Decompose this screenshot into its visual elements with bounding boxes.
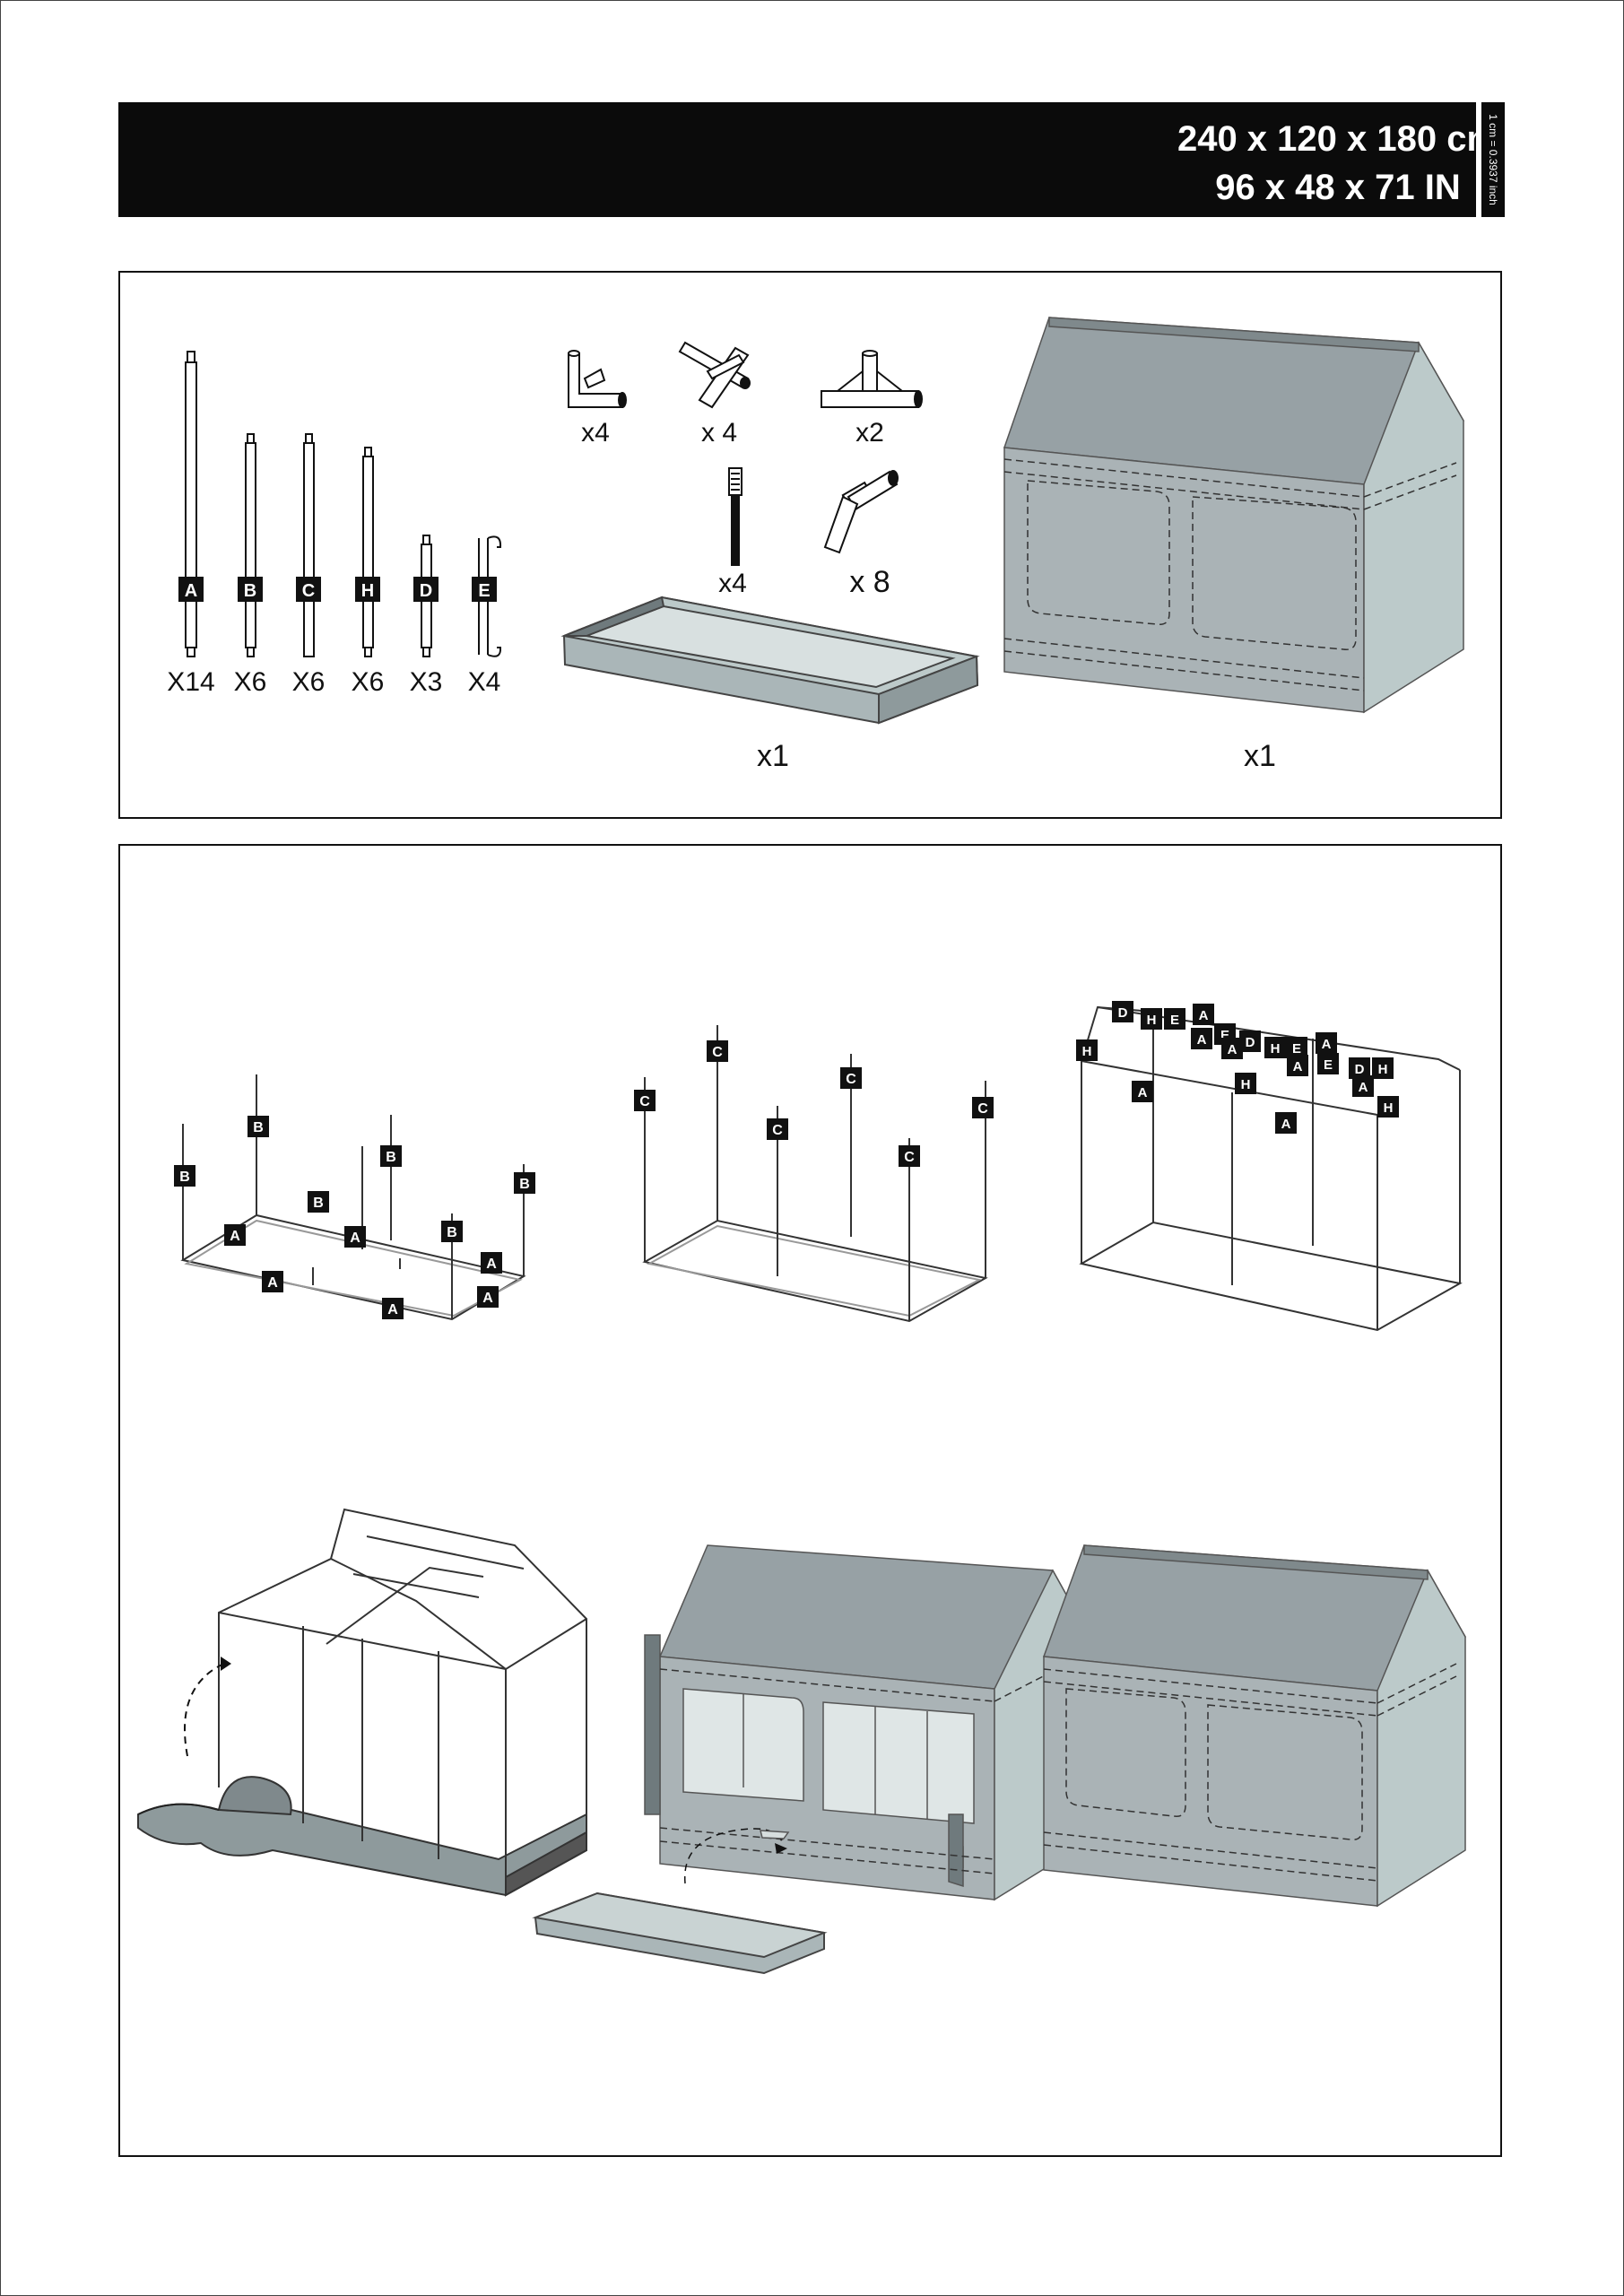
dimensions-header: 240 x 120 x 180 cm 96 x 48 x 71 IN — [118, 102, 1498, 217]
step-5-cover-install — [644, 1544, 1090, 1901]
step-4-floor-cover — [137, 1508, 587, 1897]
assembly-steps-panel: B B B B B B A A A A A A C C C — [118, 844, 1502, 2157]
svg-text:H: H — [1271, 1041, 1281, 1057]
svg-text:A: A — [1199, 1008, 1209, 1023]
pole-e-icon: E — [472, 535, 502, 657]
step-3-roof-frame: H D H E A A E A D H E A E A D H A H A A — [1076, 1001, 1463, 1332]
svg-text:H: H — [1082, 1044, 1092, 1059]
svg-text:C: C — [904, 1150, 915, 1165]
svg-text:A: A — [1281, 1117, 1291, 1132]
svg-text:E: E — [1324, 1057, 1333, 1073]
pole-b-icon: B — [238, 433, 263, 657]
svg-text:A: A — [1138, 1085, 1148, 1100]
drip-tray-icon — [560, 596, 980, 725]
svg-text:E: E — [1170, 1013, 1179, 1028]
svg-text:C: C — [639, 1094, 650, 1109]
pole-d-icon: D — [413, 535, 439, 657]
svg-text:H: H — [1147, 1013, 1157, 1028]
svg-text:H: H — [1241, 1077, 1251, 1092]
svg-text:A: A — [387, 1302, 398, 1318]
pole-c-letter: C — [302, 581, 315, 601]
step-4-tray — [532, 1892, 828, 1975]
svg-text:E: E — [1292, 1041, 1301, 1057]
assembly-steps-illustration: B B B B B B A A A A A A C C C — [137, 1001, 1467, 1975]
qty-tie-strap: x4 — [718, 569, 747, 598]
svg-text:A: A — [1359, 1080, 1368, 1095]
svg-text:H: H — [1378, 1062, 1388, 1077]
step-2-uprights: C C C C C C — [634, 1025, 994, 1323]
svg-text:A: A — [482, 1291, 493, 1306]
cross-connector-icon — [678, 341, 751, 409]
svg-text:B: B — [313, 1196, 324, 1211]
svg-text:E: E — [1220, 1028, 1229, 1043]
svg-text:A: A — [350, 1231, 360, 1246]
qty-pole-d: X3 — [409, 667, 443, 697]
pole-a-letter: A — [185, 581, 197, 601]
qty-pole-h: X6 — [351, 667, 385, 697]
svg-text:B: B — [447, 1225, 457, 1240]
unit-conversion-tag: 1 cm = 0.3937 inch — [1481, 102, 1505, 217]
svg-text:C: C — [846, 1072, 856, 1087]
svg-text:A: A — [1197, 1032, 1207, 1048]
elbow-connector-icon — [568, 350, 627, 408]
qty-tee-connector: x2 — [855, 418, 884, 448]
svg-text:B: B — [519, 1177, 530, 1192]
svg-text:A: A — [1293, 1059, 1303, 1074]
pole-h-letter: H — [361, 581, 374, 601]
svg-text:A: A — [267, 1275, 278, 1291]
pole-c-icon: C — [296, 433, 321, 657]
svg-text:D: D — [1355, 1062, 1365, 1077]
qty-angle-connector: x 8 — [849, 565, 890, 599]
qty-tent-cover: x1 — [1244, 739, 1276, 773]
svg-text:C: C — [712, 1045, 723, 1060]
tie-strap-icon — [728, 467, 743, 566]
step-1-base-frame: B B B B B B A A A A A A — [174, 1074, 535, 1321]
svg-text:A: A — [1228, 1042, 1238, 1057]
pole-d-letter: D — [420, 581, 432, 601]
svg-text:A: A — [486, 1257, 497, 1272]
parts-illustration: A B C H D E — [178, 317, 1465, 725]
qty-pole-c: X6 — [291, 667, 326, 697]
grow-tent-cover-icon — [1003, 317, 1465, 714]
qty-drip-tray: x1 — [757, 739, 789, 773]
qty-pole-e: X4 — [467, 667, 501, 697]
svg-text:D: D — [1246, 1035, 1255, 1050]
qty-pole-b: X6 — [233, 667, 267, 697]
angle-connector-icon — [823, 470, 899, 554]
svg-text:A: A — [230, 1229, 240, 1244]
qty-cross-connector: x 4 — [700, 418, 738, 448]
svg-text:C: C — [977, 1101, 988, 1117]
dimensions-in: 96 x 48 x 71 IN — [1215, 168, 1461, 207]
svg-text:C: C — [772, 1123, 783, 1138]
step-6-finished-tent — [1042, 1544, 1467, 1908]
pole-h-icon: H — [355, 447, 380, 657]
pole-a-icon: A — [178, 351, 204, 657]
pole-e-letter: E — [478, 581, 490, 601]
svg-text:A: A — [1322, 1037, 1332, 1052]
svg-text:B: B — [386, 1150, 396, 1165]
dimensions-cm: 240 x 120 x 180 cm — [1177, 119, 1499, 159]
svg-text:B: B — [253, 1120, 264, 1135]
tee-connector-icon — [821, 350, 923, 408]
pole-b-letter: B — [244, 581, 256, 601]
parts-list-panel: A B C H D E — [118, 271, 1502, 819]
qty-pole-a: X14 — [167, 667, 215, 697]
dimensions-text: 240 x 120 x 180 cm 96 x 48 x 71 IN — [1055, 115, 1620, 212]
svg-text:H: H — [1384, 1100, 1394, 1116]
svg-text:B: B — [179, 1170, 190, 1185]
svg-text:D: D — [1118, 1005, 1128, 1021]
qty-elbow-connector: x4 — [581, 418, 610, 448]
unit-conversion-text: 1 cm = 0.3937 inch — [1487, 114, 1499, 205]
